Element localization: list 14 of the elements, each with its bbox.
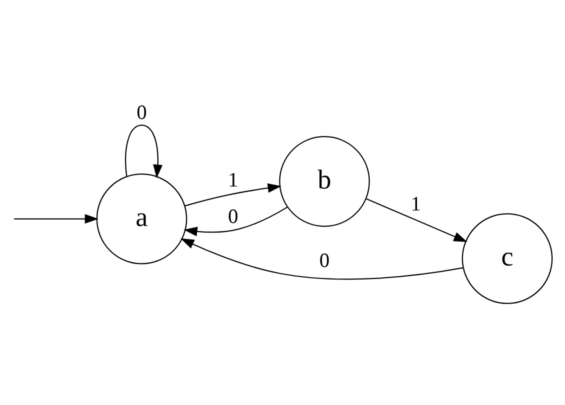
arrow xyxy=(125,124,163,178)
edge-label: 0 xyxy=(228,205,238,228)
arrow xyxy=(180,238,464,280)
edge-label: 0 xyxy=(136,101,147,124)
arrow xyxy=(184,182,282,206)
edge-label: 1 xyxy=(228,168,238,191)
node-circle: a xyxy=(96,172,188,264)
arrow xyxy=(366,198,468,242)
edge-label: 0 xyxy=(319,250,330,272)
edge-label: 1 xyxy=(410,192,421,215)
node-circle: c xyxy=(462,212,553,304)
arrow xyxy=(184,206,288,236)
arrow xyxy=(14,214,98,224)
node-circle: b xyxy=(279,136,370,226)
